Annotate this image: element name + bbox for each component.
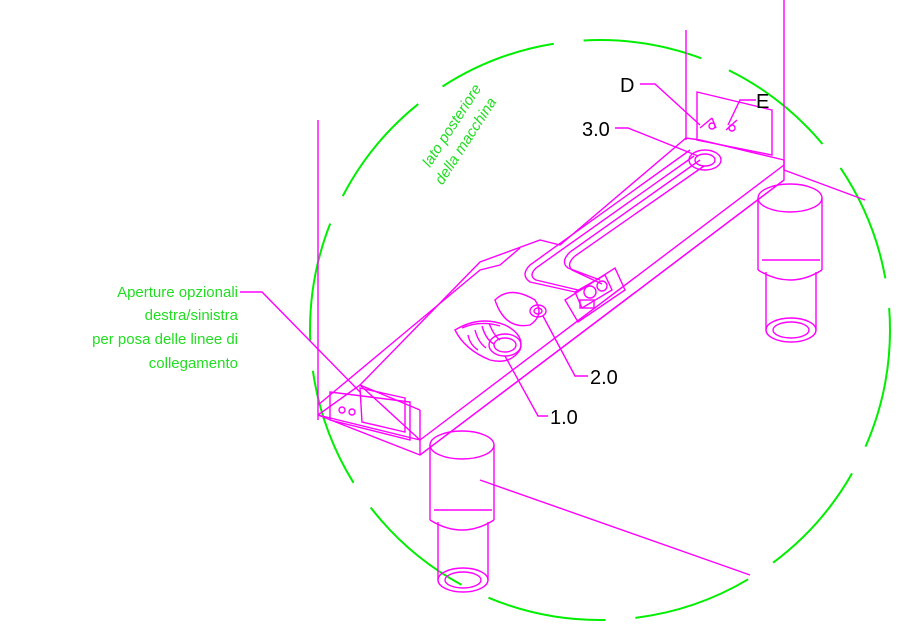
fitting-2 — [494, 291, 547, 327]
callout-2: 2.0 — [590, 367, 618, 389]
leader-d — [640, 83, 701, 126]
openings-note-line1: Aperture opzionali — [117, 284, 238, 301]
rear-note: lato posteriore della macchina — [419, 81, 500, 188]
openings-note: Aperture opzionali destra/sinistra per p… — [92, 284, 239, 372]
leader-openings — [240, 291, 361, 393]
fitting-3 — [688, 149, 722, 171]
openings-note-line4: collegamento — [149, 355, 238, 372]
machine-frame — [317, 0, 866, 576]
callout-d: D — [620, 75, 634, 97]
openings-note-line3: per posa delle linee di — [92, 331, 238, 348]
rear-plate — [696, 91, 773, 156]
detail-circle — [309, 39, 891, 621]
callout-1: 1.0 — [550, 407, 578, 429]
callout-e: E — [756, 91, 769, 113]
fitting-1 — [454, 320, 522, 362]
pipes — [524, 149, 705, 293]
valve-block — [564, 266, 626, 323]
foot-left — [429, 430, 495, 593]
openings-note-line2: destra/sinistra — [145, 307, 239, 324]
foot-right — [757, 183, 823, 343]
leader-1 — [504, 355, 548, 417]
callout-3: 3.0 — [582, 119, 610, 141]
leader-2 — [542, 315, 588, 377]
leader-e — [727, 99, 756, 126]
leader-lines — [240, 83, 756, 417]
opening-plate-left — [329, 387, 411, 441]
leader-3 — [615, 127, 699, 157]
